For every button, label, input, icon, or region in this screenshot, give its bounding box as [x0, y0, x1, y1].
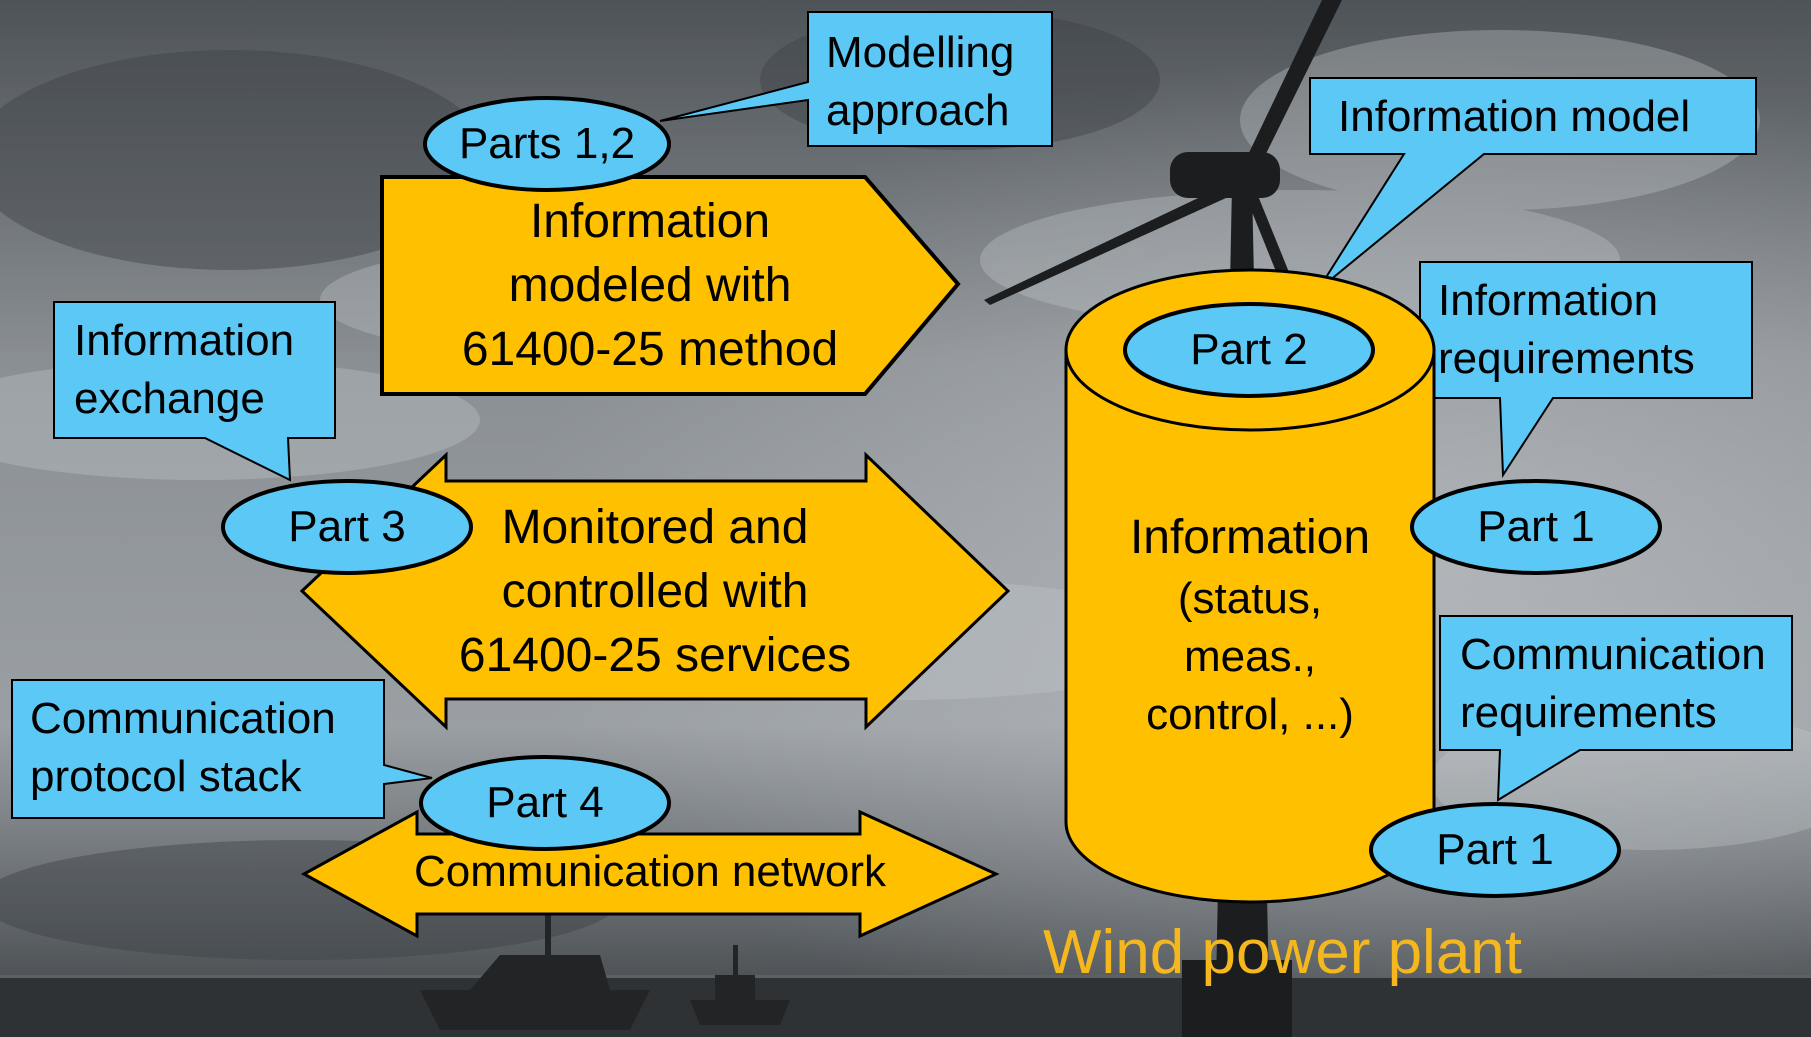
information-modeled-line-1: Information — [529, 195, 771, 248]
information-exchange-line-1: Information — [74, 316, 295, 365]
modelling-approach-callout: Modelling approach — [826, 24, 1014, 140]
database-line-3: control, ...) — [1146, 690, 1354, 739]
information-modeled-block — [380, 175, 961, 396]
part-4-ellipse — [419, 755, 671, 851]
database-line-2: meas., — [1183, 632, 1317, 681]
part-ellipses — [221, 96, 1662, 898]
information-modeled-text: Information modeled with 61400-25 method — [400, 190, 900, 382]
information-requirements-line-2: requirements — [1438, 334, 1695, 383]
monitored-controlled-arrow — [299, 451, 1011, 731]
parts-1-2-ellipse — [423, 96, 671, 192]
monitored-controlled-text: Monitored and controlled with 61400-25 s… — [400, 496, 910, 688]
monitored-controlled-line-1: Monitored and — [501, 501, 809, 554]
wind-power-plant-caption: Wind power plant — [1043, 918, 1523, 987]
information-exchange-callout: Information exchange — [74, 312, 294, 428]
protocol-stack-callout: Communication protocol stack — [30, 690, 336, 806]
monitored-controlled-line-3: 61400-25 services — [458, 629, 852, 682]
monitored-controlled-line-2: controlled with — [501, 565, 809, 618]
communication-requirements-callout-shape — [1439, 615, 1793, 802]
database-details: (status, meas., control, ...) — [1090, 570, 1410, 744]
part-1-lower-ellipse — [1369, 802, 1621, 898]
information-exchange-line-2: exchange — [74, 374, 265, 423]
modelling-approach-line-2: approach — [826, 86, 1010, 135]
database-title: Information — [1129, 511, 1371, 564]
protocol-stack-line-1: Communication — [30, 694, 336, 743]
part-4-label: Part 4 — [486, 778, 604, 827]
communication-requirements-callout: Communication requirements — [1460, 626, 1766, 742]
boat-silhouettes-icon — [420, 915, 790, 1030]
part-1-lower-label: Part 1 — [1436, 825, 1554, 874]
modelling-approach-line-1: Modelling — [826, 28, 1015, 77]
information-exchange-callout-shape — [53, 301, 336, 482]
part-1-upper-label: Part 1 — [1477, 502, 1595, 551]
part-2-label: Part 2 — [1190, 325, 1308, 374]
communication-network-text: Communication network — [414, 847, 886, 896]
information-model-callout: Information model — [1338, 92, 1691, 141]
part-3-ellipse — [221, 479, 473, 575]
part-1-upper-ellipse — [1410, 479, 1662, 575]
protocol-stack-line-2: protocol stack — [30, 752, 302, 801]
communication-requirements-line-1: Communication — [1460, 630, 1766, 679]
database-line-1: (status, — [1177, 574, 1323, 623]
information-modeled-line-3: 61400-25 method — [461, 323, 839, 376]
modelling-approach-callout-shape — [659, 11, 1053, 147]
protocol-stack-callout-shape — [11, 679, 433, 819]
part-2-ellipse — [1123, 302, 1375, 398]
information-requirements-line-1: Information — [1438, 276, 1659, 325]
information-modeled-line-2: modeled with — [508, 259, 792, 312]
information-model-callout-shape — [1309, 77, 1757, 291]
communication-requirements-line-2: requirements — [1460, 688, 1717, 737]
parts-1-2-label: Parts 1,2 — [458, 119, 636, 168]
information-requirements-callout: Information requirements — [1438, 272, 1695, 388]
part-3-label: Part 3 — [288, 502, 406, 551]
